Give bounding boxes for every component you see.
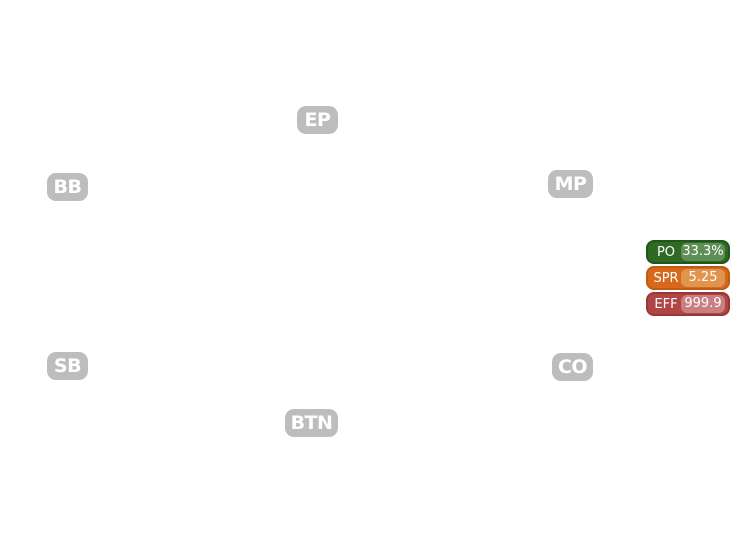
stat-eff-value: 999.9: [681, 295, 725, 313]
seat-badge-ep[interactable]: EP: [297, 106, 338, 134]
stat-eff-label: EFF: [654, 296, 678, 312]
stat-spr-value: 5.25: [681, 269, 725, 287]
seat-badge-sb[interactable]: SB: [47, 352, 88, 380]
stat-eff: EFF 999.9: [646, 292, 730, 316]
seat-label: EP: [304, 109, 331, 131]
seat-badge-bb[interactable]: BB: [47, 173, 88, 201]
seat-label: CO: [557, 356, 588, 378]
stats-panel: PO 33.3% SPR 5.25 EFF 999.9: [646, 240, 730, 318]
stat-spr-label: SPR: [653, 270, 679, 286]
seat-badge-btn[interactable]: BTN: [285, 409, 338, 437]
stat-po: PO 33.3%: [646, 240, 730, 264]
stat-po-value: 33.3%: [681, 243, 725, 261]
stat-po-label: PO: [656, 244, 676, 260]
seat-label: BTN: [290, 412, 333, 434]
seat-label: BB: [53, 176, 82, 198]
seat-badge-mp[interactable]: MP: [548, 170, 593, 198]
seat-badge-co[interactable]: CO: [552, 353, 593, 381]
stat-spr: SPR 5.25: [646, 266, 730, 290]
seat-label: SB: [53, 355, 82, 377]
seat-label: MP: [554, 173, 587, 195]
